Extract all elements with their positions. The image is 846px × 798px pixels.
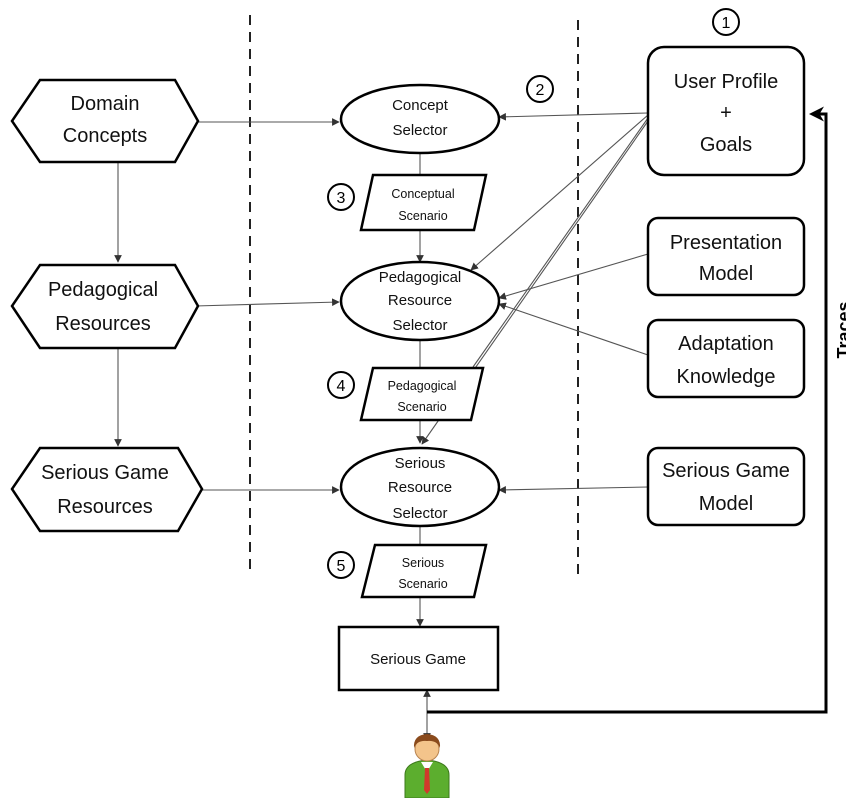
step-number-1: 1	[712, 8, 740, 36]
svg-text:Scenario: Scenario	[398, 209, 447, 223]
edge-adaptation-to-pedselector	[498, 302, 649, 356]
svg-text:1: 1	[722, 15, 731, 32]
svg-text:2: 2	[536, 82, 545, 99]
svg-text:Adaptation: Adaptation	[678, 333, 774, 355]
step-number-2: 2	[526, 75, 554, 103]
step-number-3: 3	[327, 183, 355, 211]
pedagogical-scenario-node: Pedagogical Scenario	[359, 366, 485, 422]
svg-text:Goals: Goals	[700, 134, 752, 156]
pedagogical-resource-selector-node: Pedagogical Resource Selector	[339, 260, 501, 342]
svg-text:Model: Model	[699, 263, 753, 285]
svg-text:Pedagogical: Pedagogical	[388, 379, 457, 393]
svg-text:Selector: Selector	[392, 317, 447, 334]
svg-text:Scenario: Scenario	[398, 577, 447, 591]
svg-text:Model: Model	[699, 493, 753, 515]
edge-profile-to-concept	[498, 112, 649, 121]
domain-concepts-node: Domain Concepts	[10, 78, 200, 164]
svg-text:4: 4	[337, 378, 346, 395]
edge-presentation-to-pedselector	[498, 253, 649, 300]
svg-text:Presentation: Presentation	[670, 232, 782, 254]
step-number-4: 4	[327, 371, 355, 399]
svg-text:Pedagogical: Pedagogical	[379, 269, 462, 286]
adaptation-knowledge-node: Adaptation Knowledge	[646, 318, 806, 399]
concept-selector-node: Concept Selector	[339, 83, 501, 155]
edge-profile-to-pedscenario	[472, 117, 649, 368]
svg-text:Selector: Selector	[392, 505, 447, 522]
edges	[114, 112, 649, 741]
serious-game-node: Serious Game	[337, 625, 500, 692]
svg-text:Serious: Serious	[395, 455, 446, 472]
svg-text:Resource: Resource	[388, 479, 452, 496]
svg-text:Resource: Resource	[388, 292, 452, 309]
svg-text:User Profile: User Profile	[674, 71, 778, 93]
traces-label: Traces	[834, 301, 846, 358]
step-number-5: 5	[327, 551, 355, 579]
svg-text:+: +	[720, 102, 732, 124]
presentation-model-node: Presentation Model	[646, 216, 806, 297]
pedagogical-resources-node: Pedagogical Resources	[10, 263, 200, 350]
svg-text:3: 3	[337, 190, 346, 207]
conceptual-scenario-node: Conceptual Scenario	[359, 173, 488, 232]
svg-text:Selector: Selector	[392, 122, 447, 139]
edge-profile-to-pedselector	[470, 114, 649, 271]
svg-text:Serious: Serious	[402, 556, 444, 570]
serious-game-model-node: Serious Game Model	[646, 446, 806, 527]
svg-text:Domain: Domain	[71, 93, 140, 115]
svg-text:Resources: Resources	[55, 313, 151, 335]
svg-text:Knowledge: Knowledge	[677, 366, 776, 388]
serious-scenario-node: Serious Scenario	[360, 543, 488, 599]
serious-resource-selector-node: Serious Resource Selector	[339, 446, 501, 528]
svg-text:Serious Game: Serious Game	[662, 460, 790, 482]
svg-text:Scenario: Scenario	[397, 400, 446, 414]
svg-text:Conceptual: Conceptual	[391, 187, 454, 201]
traces-feedback-line	[427, 106, 828, 714]
svg-text:5: 5	[337, 558, 346, 575]
svg-text:Resources: Resources	[57, 496, 153, 518]
svg-text:Serious Game: Serious Game	[370, 651, 466, 668]
svg-text:Serious Game: Serious Game	[41, 462, 169, 484]
user-profile-goals-node: User Profile + Goals	[646, 45, 806, 177]
svg-text:Concept: Concept	[392, 97, 449, 114]
learner-avatar-icon	[404, 734, 450, 798]
edge-sgmodel-to-serselector	[498, 486, 649, 494]
serious-game-resources-node: Serious Game Resources	[10, 446, 204, 533]
svg-text:Pedagogical: Pedagogical	[48, 279, 158, 301]
svg-text:Concepts: Concepts	[63, 125, 148, 147]
edge-pedres-to-pedselector	[194, 298, 340, 307]
